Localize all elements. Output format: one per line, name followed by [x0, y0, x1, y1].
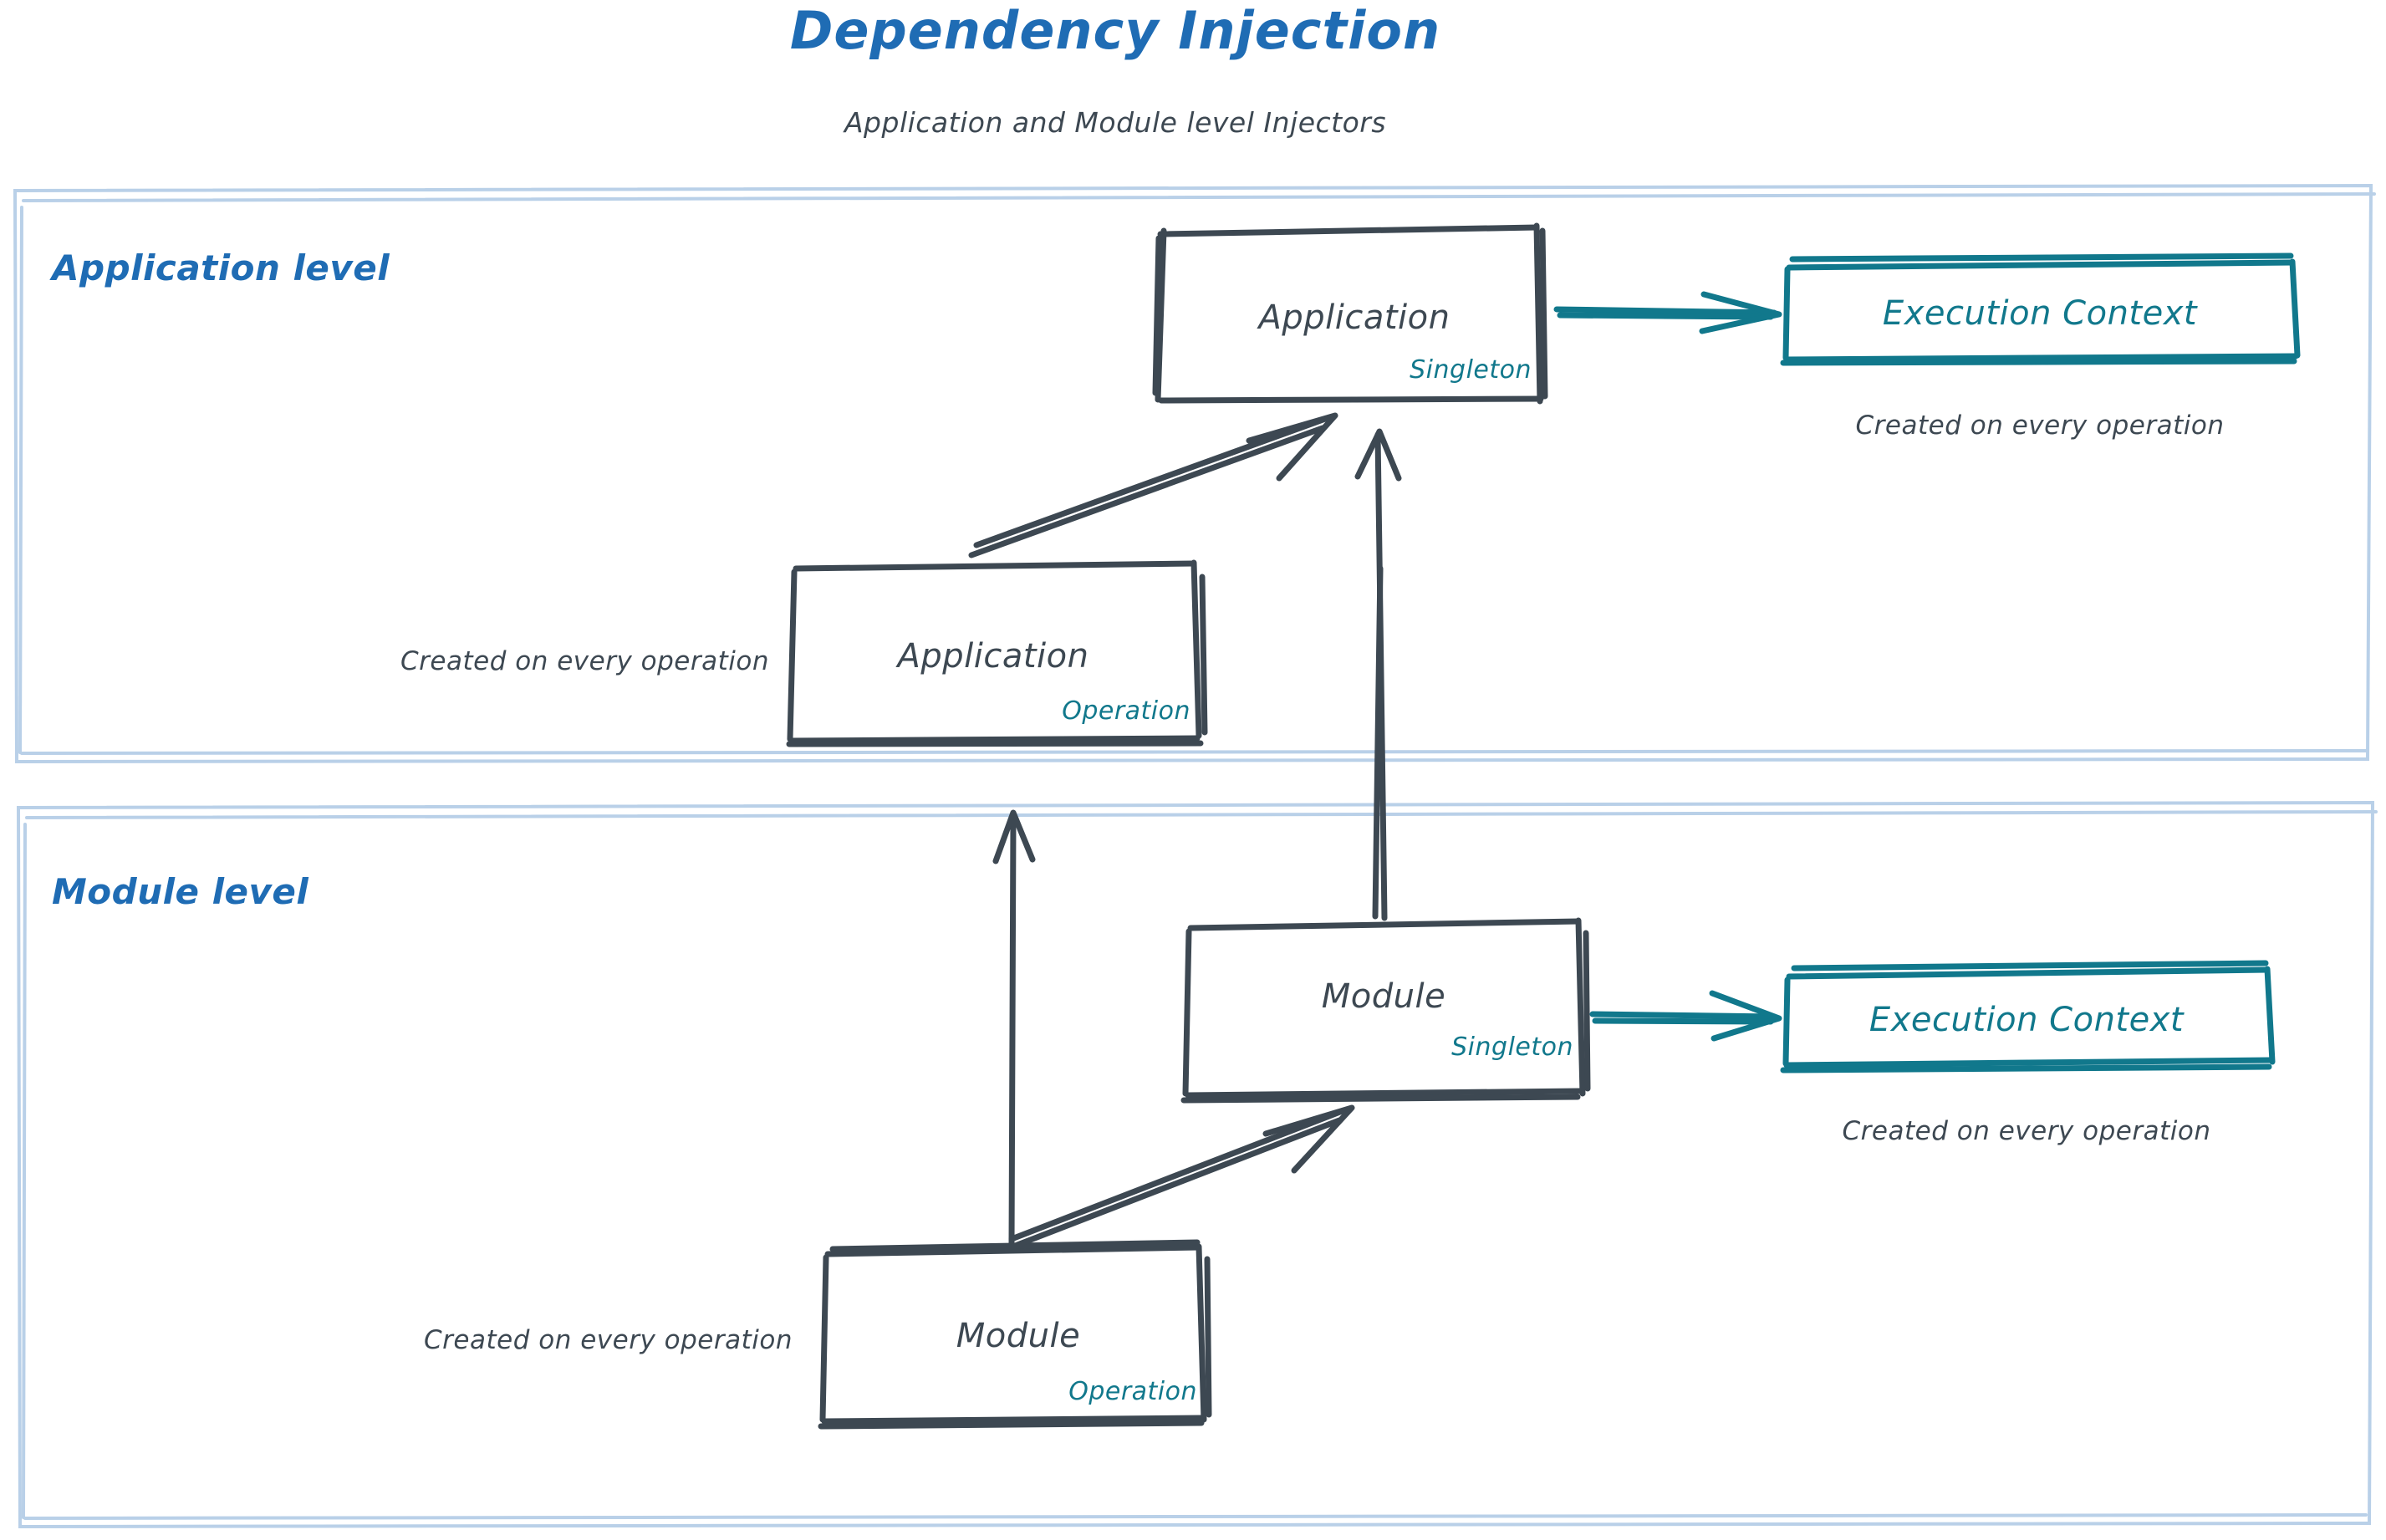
edge-app-operation-to-app-singleton: [968, 412, 1338, 558]
node-box-module-singleton[interactable]: [1180, 917, 1591, 1104]
edge-module-singleton-to-app-singleton: [1354, 428, 1402, 921]
edge-module-singleton-to-module-context: [1589, 990, 1782, 1042]
edge-app-singleton-to-app-context: [1553, 291, 1782, 334]
node-box-application-operation[interactable]: [786, 559, 1208, 747]
node-box-module-execution-context[interactable]: [1780, 960, 2276, 1073]
node-box-application-singleton[interactable]: [1152, 222, 1548, 405]
node-box-module-operation[interactable]: [818, 1239, 1212, 1430]
edge-module-operation-to-module-singleton: [1003, 1104, 1355, 1252]
node-box-application-execution-context[interactable]: [1780, 252, 2301, 366]
edge-module-operation-to-app-operation: [992, 809, 1036, 1249]
lane-frame-application-level: [13, 183, 2376, 764]
lane-frame-module-level: [16, 800, 2378, 1529]
